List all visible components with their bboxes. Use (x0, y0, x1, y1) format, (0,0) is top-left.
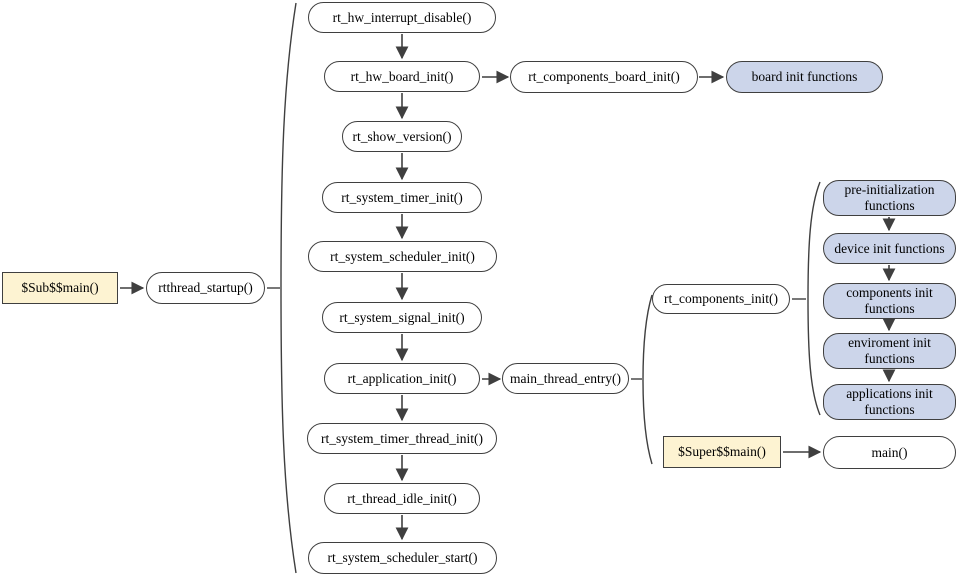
node-rt-hw-board-init: rt_hw_board_init() (324, 61, 480, 92)
node-rt-thread-idle-init: rt_thread_idle_init() (324, 483, 480, 514)
node-rt-system-signal-init: rt_system_signal_init() (322, 302, 482, 333)
node-rt-system-timer-thread-init: rt_system_timer_thread_init() (307, 423, 497, 454)
node-components-init-functions: components init functions (823, 283, 956, 319)
node-rt-show-version: rt_show_version() (342, 121, 462, 152)
node-rt-system-scheduler-start: rt_system_scheduler_start() (308, 542, 497, 574)
node-rt-components-board-init: rt_components_board_init() (510, 61, 698, 93)
node-device-init-functions: device init functions (823, 233, 956, 264)
node-rt-components-init: rt_components_init() (652, 284, 790, 314)
node-rt-system-timer-init: rt_system_timer_init() (322, 182, 482, 213)
node-board-init-functions: board init functions (726, 61, 883, 93)
node-rtthread-startup: rtthread_startup() (146, 272, 265, 304)
node-rt-application-init: rt_application_init() (324, 363, 480, 394)
brace-components-init-sequence (807, 181, 821, 416)
node-rt-hw-interrupt-disable: rt_hw_interrupt_disable() (308, 2, 496, 33)
node-super-main: $Super$$main() (663, 436, 781, 468)
node-main-thread-entry: main_thread_entry() (502, 363, 629, 394)
node-applications-init-functions: applications init functions (823, 384, 956, 420)
node-enviroment-init-functions: enviroment init functions (823, 333, 956, 369)
node-pre-initialization-functions: pre-initialization functions (823, 180, 956, 216)
brace-main-thread-entry-sequence (642, 294, 653, 465)
node-main: main() (823, 436, 956, 469)
brace-rtthread-startup-sequence (280, 2, 297, 574)
node-rt-system-scheduler-init: rt_system_scheduler_init() (308, 241, 497, 272)
node-sub-main: $Sub$$main() (2, 272, 118, 304)
